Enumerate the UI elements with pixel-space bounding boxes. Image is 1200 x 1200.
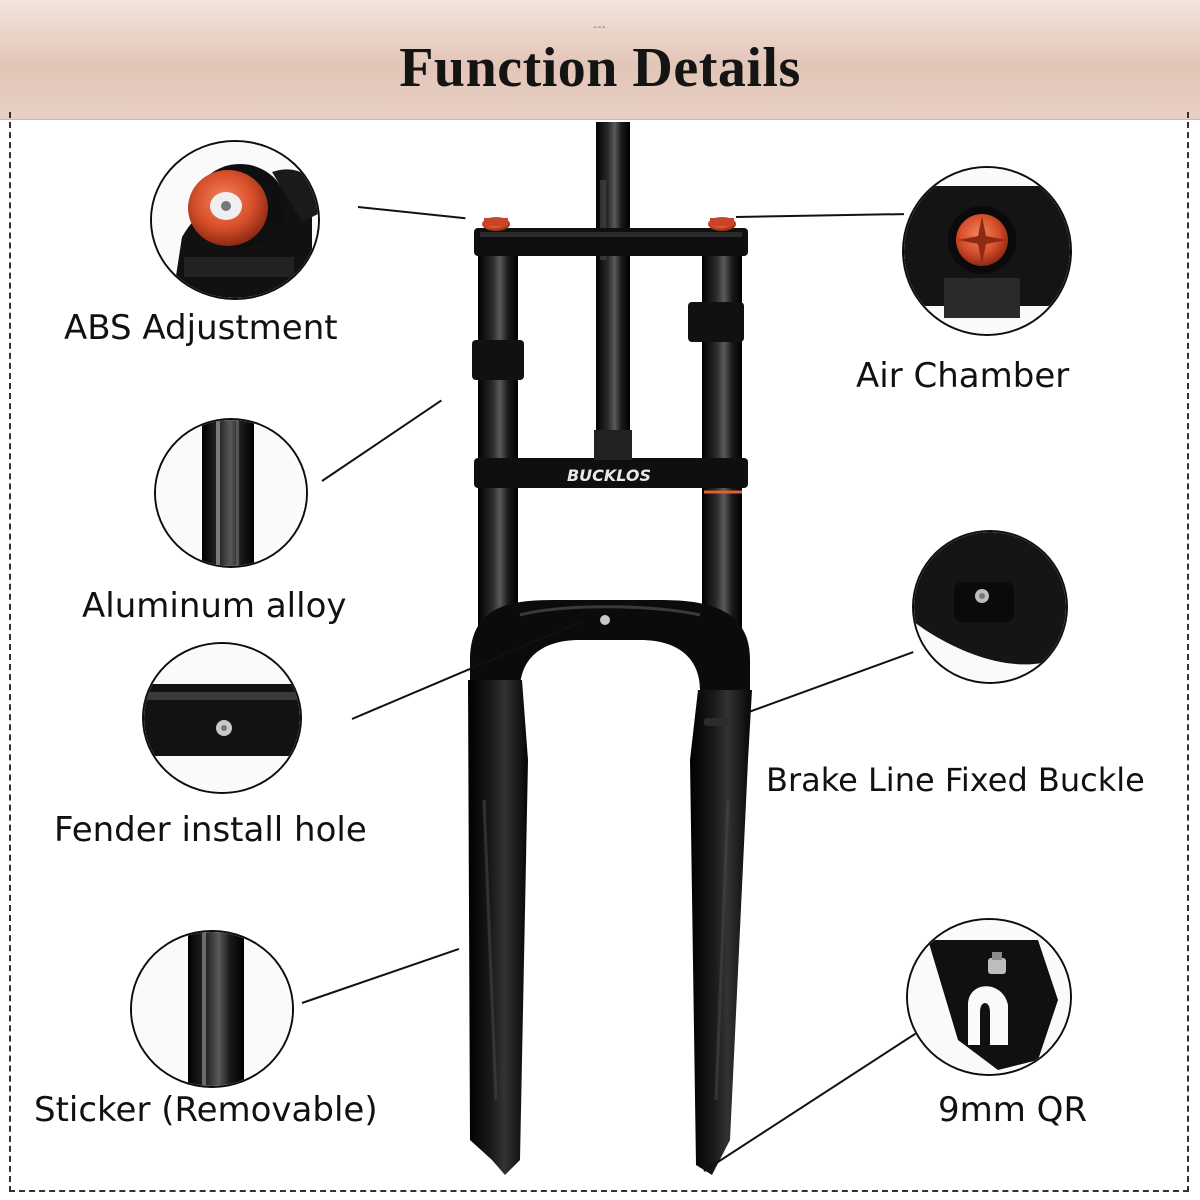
header-dots: --- [593, 22, 607, 33]
abs-adjustment-detail [150, 140, 320, 300]
brake-line-buckle-detail [912, 530, 1068, 684]
steerer-tube [596, 122, 630, 452]
label-sticker-removable: Sticker (Removable) [34, 1090, 378, 1130]
abs-adjuster-icon [152, 142, 318, 298]
fender-hole-icon [144, 644, 300, 792]
lower-crown [474, 430, 748, 494]
dropout-qr-icon [908, 920, 1070, 1074]
page-title: Function Details [399, 37, 801, 99]
sticker-tube-icon [132, 932, 292, 1086]
label-fender-install-hole: Fender install hole [54, 810, 367, 850]
fork-arch [470, 600, 750, 700]
label-brake-line-fixed-buckle: Brake Line Fixed Buckle [766, 761, 1145, 799]
top-crown [474, 228, 748, 256]
air-chamber-cap-icon [904, 168, 1070, 334]
brake-line-buckle-icon [914, 532, 1066, 682]
air-chamber-detail [902, 166, 1072, 336]
label-9mm-qr: 9mm QR [938, 1090, 1088, 1130]
air-top-cap [708, 217, 736, 231]
aluminum-tube-icon [156, 420, 306, 566]
header-band: --- Function Details [0, 0, 1200, 120]
right-stanchion [688, 245, 744, 655]
fender-install-hole-detail [142, 642, 302, 794]
left-stanchion [472, 245, 524, 655]
sticker-detail [130, 930, 294, 1088]
abs-top-cap [482, 217, 510, 231]
brand-logo: BUCKLOS [567, 466, 651, 485]
left-lower-leg [468, 680, 528, 1175]
label-abs-adjustment: ABS Adjustment [64, 308, 338, 348]
aluminum-alloy-detail [154, 418, 308, 568]
label-aluminum-alloy: Aluminum alloy [82, 586, 347, 626]
right-lower-leg [690, 690, 752, 1175]
dashed-frame [9, 112, 1189, 1192]
label-air-chamber: Air Chamber [856, 356, 1070, 396]
qr-9mm-detail [906, 918, 1072, 1076]
